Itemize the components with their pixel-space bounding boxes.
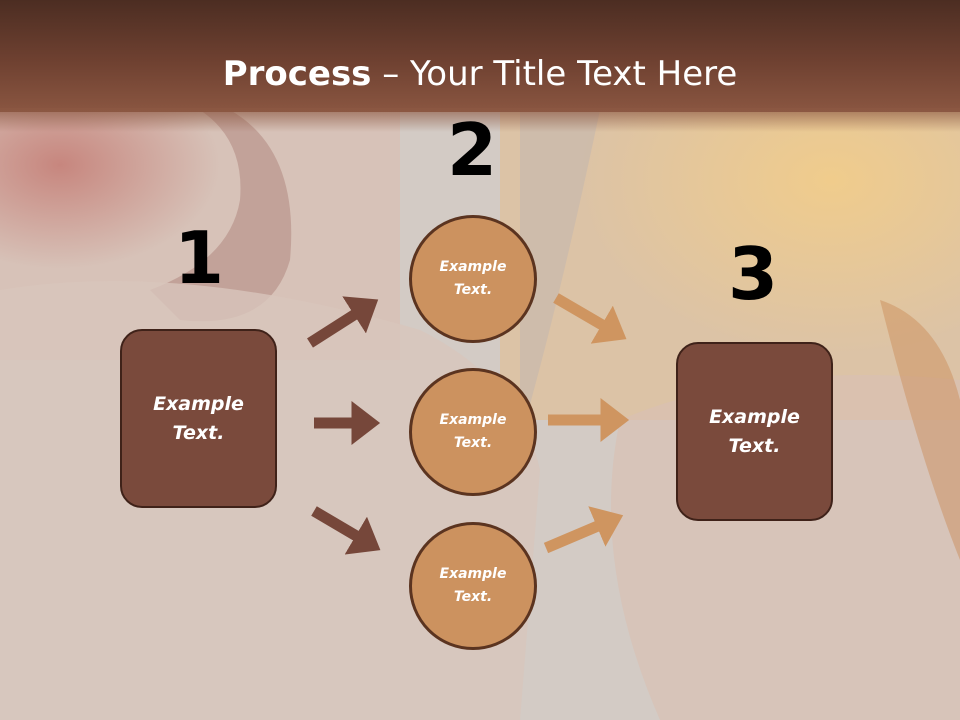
step-circle-bottom-label: Example Text. (439, 566, 507, 605)
title-rest: – Your Title Text Here (371, 54, 738, 94)
arrow-circle-top-to-3 (553, 293, 627, 344)
step-number-2: 2 (446, 108, 498, 192)
step-box-1[interactable]: Example Text. (120, 329, 277, 508)
step-box-3-label: Example Text. (709, 405, 800, 457)
step-circle-middle-label: Example Text. (439, 412, 507, 451)
step-circle-bottom[interactable]: Example Text. (409, 522, 537, 650)
step-circle-top-label: Example Text. (439, 259, 507, 298)
arrow-1-to-circle-bottom (311, 506, 381, 555)
title-bar-fade (0, 108, 960, 132)
step-box-3[interactable]: Example Text. (676, 342, 833, 521)
step-circle-middle[interactable]: Example Text. (409, 368, 537, 496)
arrow-1-to-circle-top (307, 296, 379, 348)
step-box-1-label: Example Text. (153, 392, 244, 444)
title-bold: Process (222, 54, 372, 94)
step-circle-top[interactable]: Example Text. (409, 215, 537, 343)
title-bar (0, 0, 960, 112)
step-number-3: 3 (727, 232, 779, 316)
slide-title: Process – Your Title Text Here (0, 52, 960, 96)
arrow-circle-bottom-to-3 (543, 506, 624, 554)
step-number-1: 1 (173, 216, 225, 300)
